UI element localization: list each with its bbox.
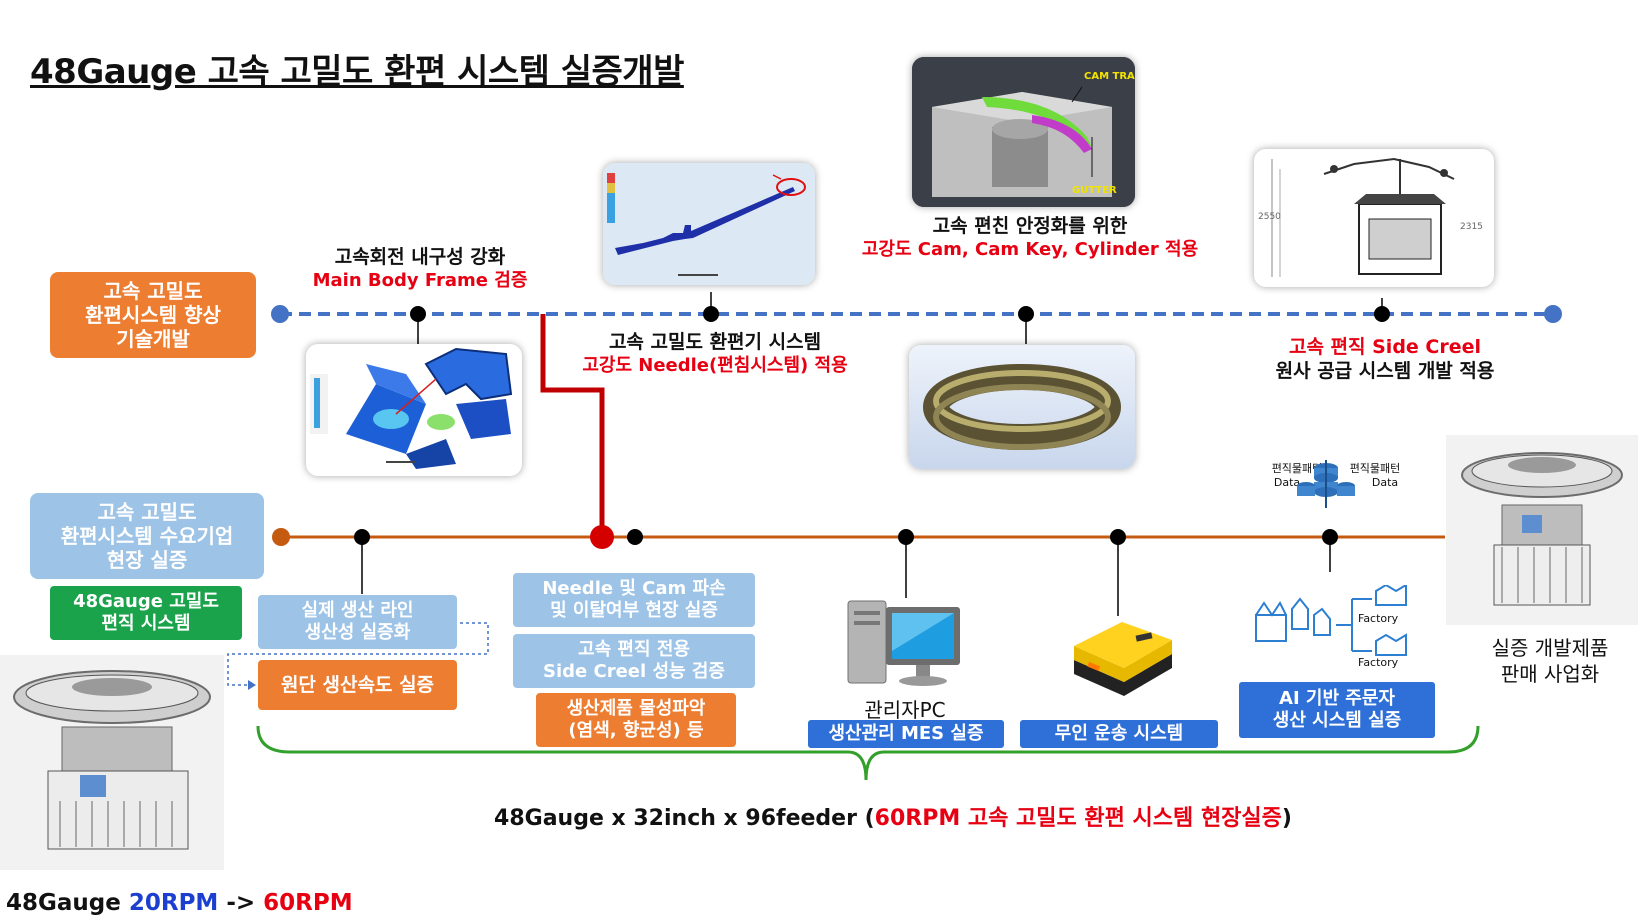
- knitting-system-box: 48Gauge 고밀도 편직 시스템: [50, 586, 242, 640]
- dimension-2315-label: 2315: [1460, 222, 1483, 232]
- side-creel-test-line-2: Side Creel 성능 검증: [543, 661, 725, 682]
- needle-cam-test-box: Needle 및 Cam 파손 및 이탈여부 현장 실증: [513, 573, 755, 627]
- agv-label: 무인 운송 시스템: [1054, 723, 1184, 745]
- admin-pc-icon: [842, 595, 968, 695]
- mes-box: 생산관리 MES 실증: [808, 720, 1004, 748]
- admin-pc-label: 관리자PC: [864, 698, 946, 722]
- bracket-caption-prefix: 48Gauge x 32inch x 96feeder (: [494, 806, 875, 831]
- creel-caption-line-2: 원사 공급 시스템 개발 적용: [1275, 360, 1495, 383]
- factory-network-icon: [1252, 585, 1428, 675]
- cam-caption-line-1: 고속 편친 안정화를 위한: [932, 215, 1128, 237]
- bracket-caption: 48Gauge x 32inch x 96feeder (60RPM 고속 고밀…: [478, 800, 1308, 832]
- agv-box: 무인 운송 시스템: [1020, 720, 1218, 748]
- frame-caption-line-1: 고속회전 내구성 강화: [334, 246, 506, 268]
- rpm-to: 60RPM: [263, 890, 353, 916]
- needle-caption: 고속 고밀도 환편기 시스템 고강도 Needle(편침시스템) 적용: [555, 330, 875, 377]
- fabric-speed-box: 원단 생산속도 실증: [258, 660, 457, 710]
- factory-label-1: Factory: [1358, 612, 1399, 625]
- needle-cam-test-line-2: 및 이탈여부 현장 실증: [550, 600, 718, 621]
- commercialization-caption: 실증 개발제품 판매 사업화: [1470, 636, 1630, 687]
- frame-caption: 고속회전 내구성 강화 Main Body Frame 검증: [300, 245, 540, 292]
- product-properties-line-2: (염색, 향균성) 등: [568, 720, 704, 741]
- needle-caption-line-2: 고강도 Needle(편침시스템) 적용: [582, 355, 848, 377]
- creel-caption: 고속 편직 Side Creel 원사 공급 시스템 개발 적용: [1230, 335, 1540, 384]
- side-creel-image: 2550 2315: [1254, 149, 1494, 287]
- tech-development-line-3: 기술개발: [116, 327, 190, 351]
- needle-caption-line-1: 고속 고밀도 환편기 시스템: [608, 331, 822, 353]
- line-productivity-line-1: 실제 생산 라인: [301, 600, 414, 622]
- commercialization-line-1: 실증 개발제품: [1491, 636, 1609, 660]
- tech-development-line-1: 고속 고밀도: [103, 279, 203, 303]
- product-properties-line-1: 생산제품 물성파악: [566, 698, 706, 720]
- agv-robot-icon: [1066, 616, 1178, 696]
- cam-track-label: CAM TRACK: [1084, 71, 1135, 82]
- pattern-data-right: 편직물패턴 Data: [1340, 460, 1410, 489]
- needle-cam-test-line-1: Needle 및 Cam 파손: [542, 578, 726, 600]
- knitting-system-line-1: 48Gauge 고밀도: [73, 591, 219, 613]
- needle-analysis-image: [603, 163, 815, 285]
- ai-production-box: AI 기반 주문자 생산 시스템 실증: [1239, 682, 1435, 738]
- field-demonstration-line-1: 고속 고밀도: [97, 500, 197, 524]
- cam-track-image: CAM TRACK GUTTER: [912, 57, 1135, 207]
- ai-production-line-2: 생산 시스템 실증: [1272, 710, 1402, 731]
- pattern-data-left-line-1: 편직물패턴: [1271, 462, 1323, 475]
- field-demonstration-line-2: 환편시스템 수요기업: [60, 524, 234, 548]
- cylinder-ring-image: [909, 345, 1135, 469]
- dimension-2550-label: 2550: [1258, 212, 1281, 222]
- cam-caption-line-2: 고강도 Cam, Cam Key, Cylinder 적용: [861, 239, 1199, 261]
- line-productivity-line-2: 생산성 실증화: [304, 622, 411, 643]
- tech-development-box: 고속 고밀도 환편시스템 향상 기술개발: [50, 272, 256, 358]
- tech-development-line-2: 환편시스템 향상: [85, 303, 221, 327]
- frame-caption-line-2: Main Body Frame 검증: [312, 270, 528, 292]
- frame-analysis-image: [306, 344, 522, 476]
- rpm-arrow: ->: [218, 890, 264, 916]
- ai-production-line-1: AI 기반 주문자: [1279, 688, 1395, 710]
- pattern-data-left-line-2: Data: [1273, 476, 1301, 489]
- database-icon: [1294, 458, 1358, 518]
- creel-caption-line-1: 고속 편직 Side Creel: [1288, 336, 1482, 358]
- page-title: 48Gauge 고속 고밀도 환편 시스템 실증개발: [30, 52, 684, 92]
- pattern-data-right-line-2: Data: [1371, 476, 1399, 489]
- pattern-data-left: 편직물패턴 Data: [1262, 460, 1332, 489]
- bracket-caption-suffix: ): [1281, 806, 1292, 831]
- field-demonstration-line-3: 현장 실증: [106, 548, 188, 572]
- gutter-label: GUTTER: [1072, 185, 1117, 196]
- side-creel-test-line-1: 고속 편직 전용: [578, 639, 690, 661]
- rpm-from: 20RPM: [128, 890, 219, 916]
- rpm-caption: 48Gauge 20RPM -> 60RPM: [6, 890, 353, 916]
- side-creel-test-box: 고속 편직 전용 Side Creel 성능 검증: [513, 634, 755, 688]
- knitting-machine-image: [0, 655, 224, 870]
- commercialization-line-2: 판매 사업화: [1500, 661, 1600, 686]
- knitting-system-line-2: 편직 시스템: [101, 613, 191, 634]
- pattern-data-right-line-1: 편직물패턴: [1349, 462, 1401, 475]
- factory-label-2: Factory: [1358, 656, 1399, 669]
- line-productivity-box: 실제 생산 라인 생산성 실증화: [258, 595, 457, 649]
- commercial-machine-image: [1446, 435, 1638, 625]
- rpm-prefix: 48Gauge: [6, 890, 129, 916]
- product-properties-box: 생산제품 물성파악 (염색, 향균성) 등: [536, 693, 736, 747]
- mes-label: 생산관리 MES 실증: [828, 723, 984, 745]
- field-demonstration-box: 고속 고밀도 환편시스템 수요기업 현장 실증: [30, 493, 264, 579]
- fabric-speed-label: 원단 생산속도 실증: [280, 673, 435, 696]
- cam-caption: 고속 편친 안정화를 위한 고강도 Cam, Cam Key, Cylinder…: [840, 214, 1220, 261]
- bracket-caption-highlight: 60RPM 고속 고밀도 환편 시스템 현장실증: [874, 806, 1282, 831]
